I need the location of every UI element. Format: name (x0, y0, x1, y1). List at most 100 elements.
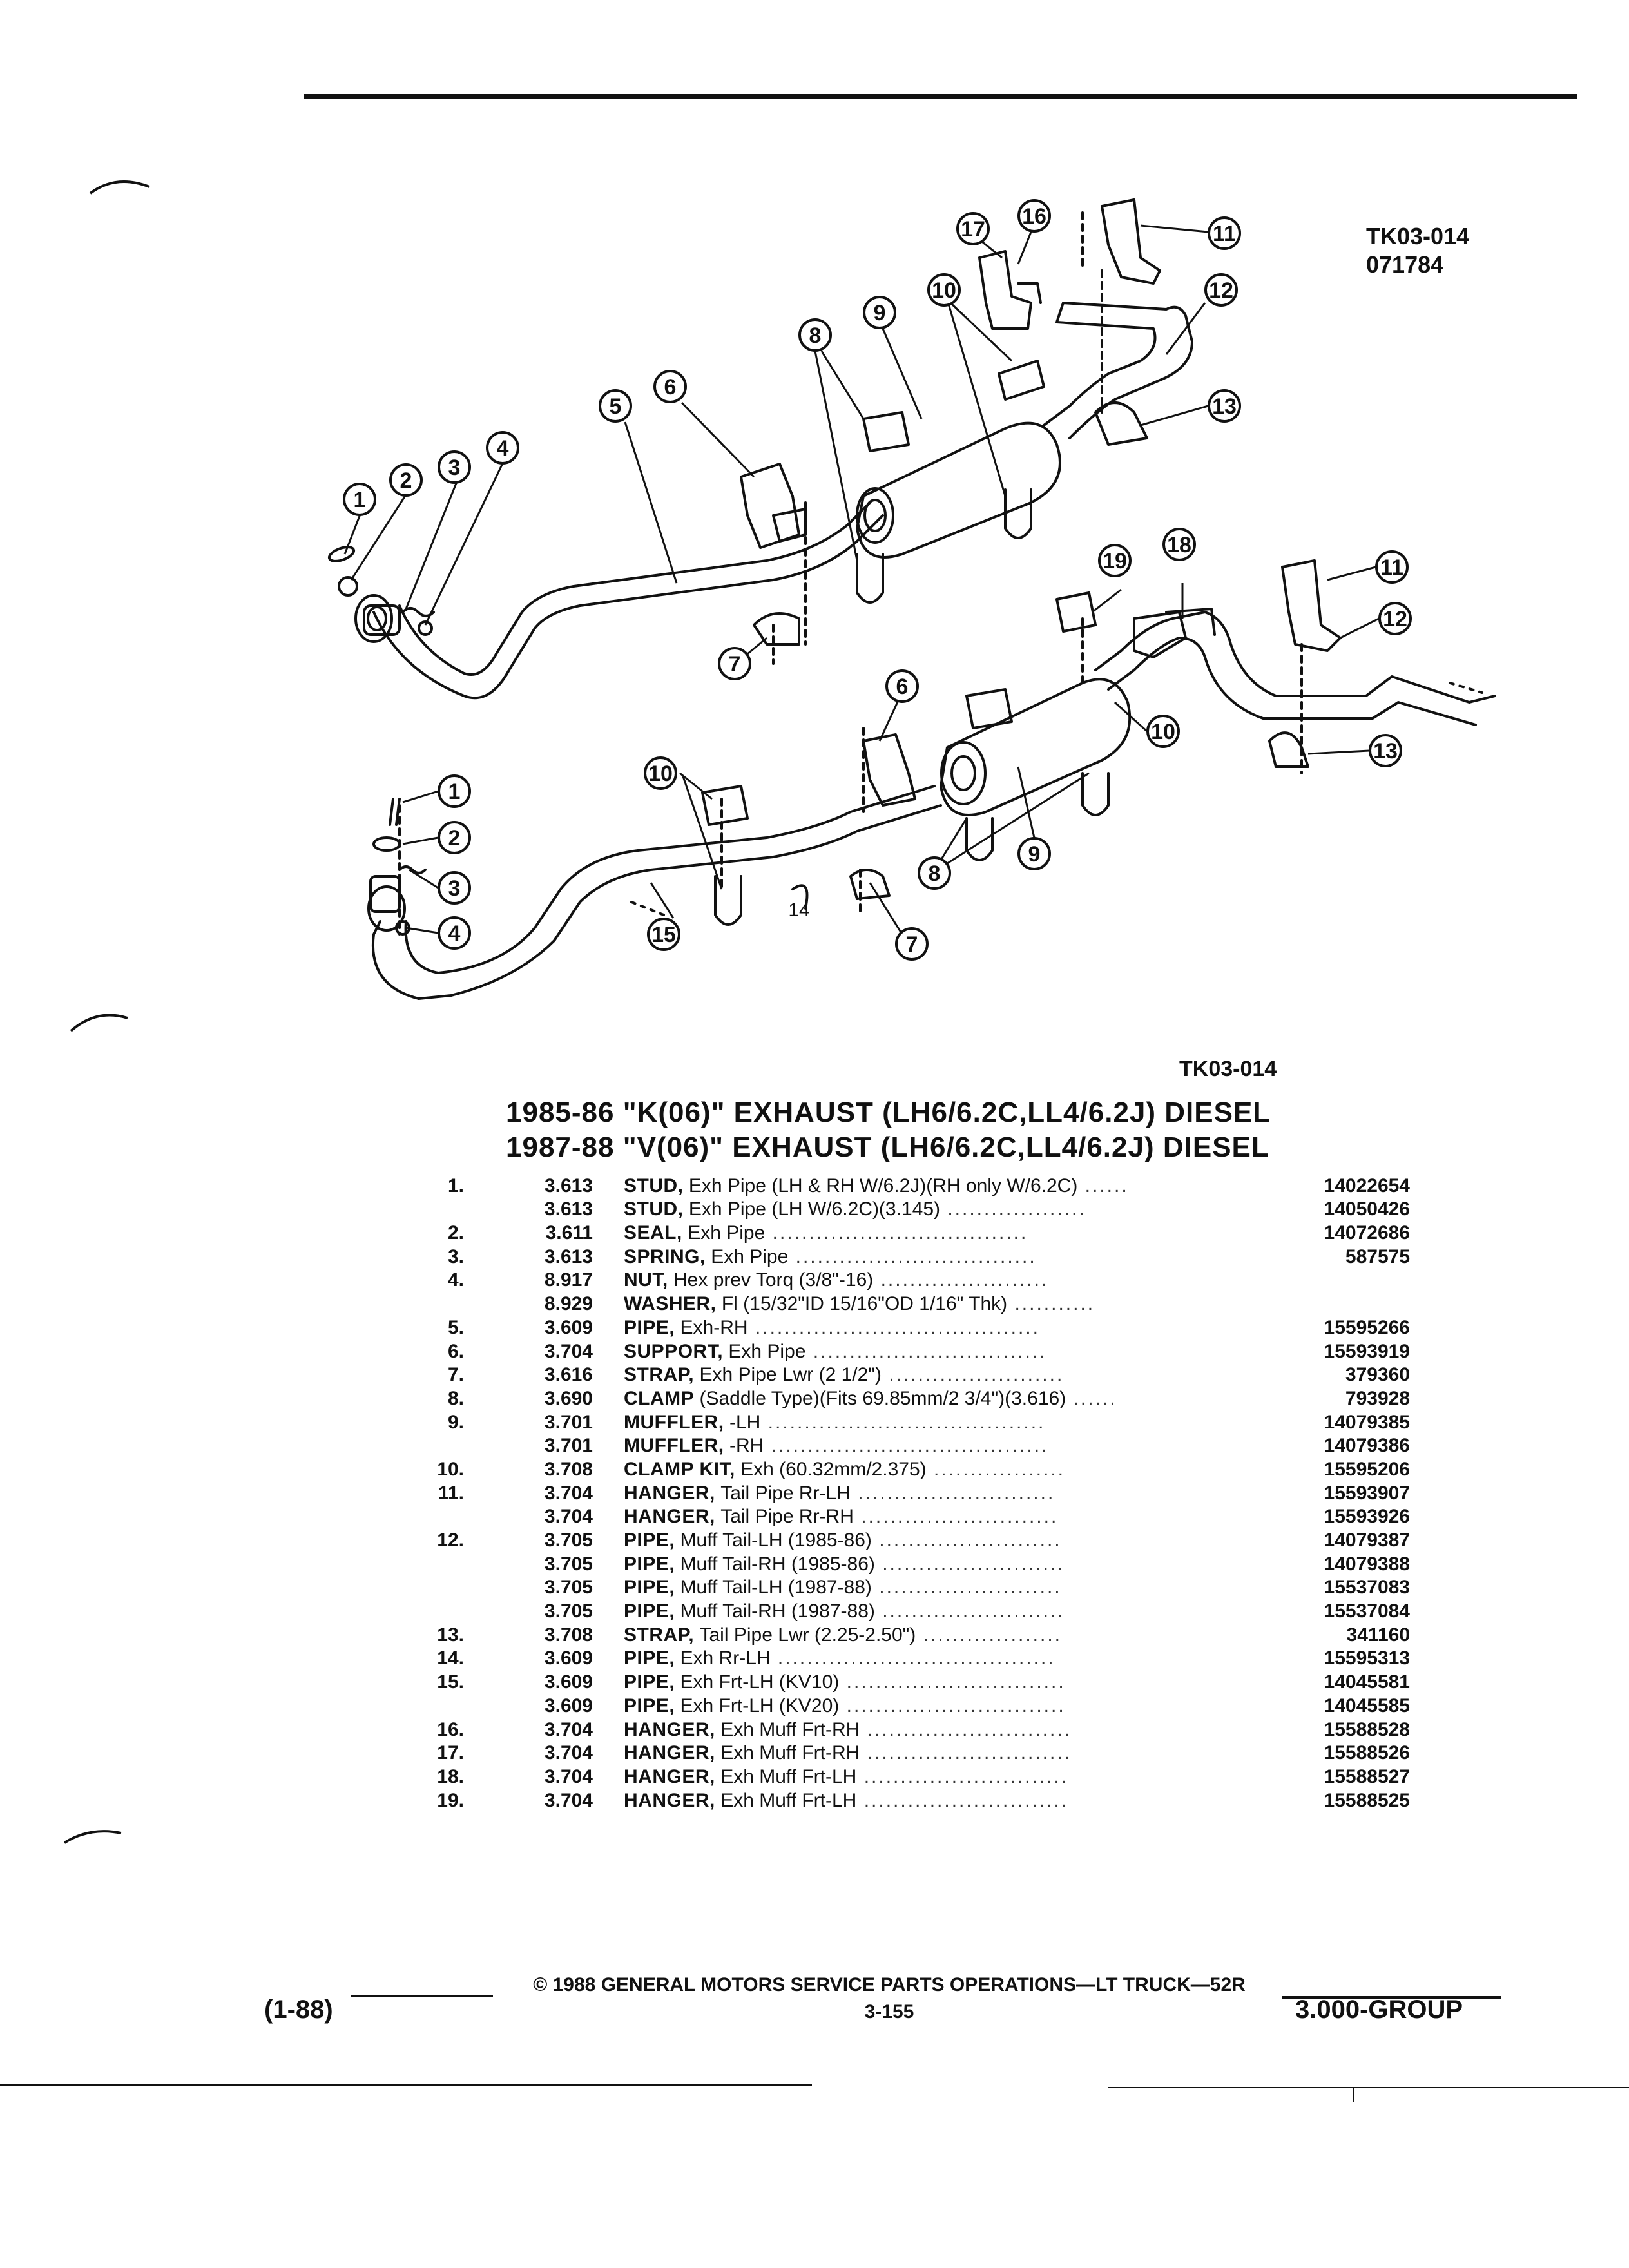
part-detail: Muff Tail-LH (1985-86) (680, 1530, 872, 1551)
item-number (348, 1552, 464, 1576)
item-number: 8. (447, 1387, 464, 1409)
leader-dots: ........................... (850, 1482, 1055, 1504)
group-number: 3.705 (544, 1600, 593, 1622)
svg-text:7: 7 (729, 652, 741, 677)
item-number: 17. (437, 1742, 464, 1764)
group-number: 3.613 (544, 1245, 593, 1267)
group-number: 3.613 (544, 1198, 593, 1220)
parts-row: 14. 3.609 PIPE, Exh Rr-LH ................… (348, 1647, 1410, 1671)
callout-16: 16 (1017, 199, 1051, 233)
svg-text:1: 1 (448, 780, 461, 804)
leader-dots: ................................... (765, 1222, 1028, 1244)
group-number: 3.704 (544, 1789, 593, 1811)
item-number: 14. (437, 1648, 464, 1669)
item-number (348, 1434, 464, 1458)
callout-15: 15 (647, 918, 680, 951)
group-number: 3.613 (544, 1175, 593, 1196)
leader-dots: ........................ (881, 1364, 1065, 1386)
part-detail: Exh Frt-LH (KV10) (680, 1671, 840, 1693)
part-description: STRAP, Exh Pipe Lwr (2 1/2") ...........… (624, 1363, 1268, 1387)
callout-3-lower: 3 (438, 871, 471, 905)
part-number: 15537083 (1324, 1577, 1410, 1599)
callout-17: 17 (956, 212, 990, 245)
section-title-1: 1985-86 "K(06)" EXHAUST (LH6/6.2C,LL4/6.… (506, 1097, 1271, 1128)
part-description: HANGER, Tail Pipe Rr-LH ................… (624, 1481, 1268, 1505)
lower-muffler (940, 678, 1132, 816)
leader-dots: ............................ (856, 1765, 1069, 1787)
item-number: 16. (437, 1718, 464, 1740)
upper-flange (354, 594, 401, 643)
item-number: 10. (437, 1458, 464, 1480)
callout-7-upper: 7 (718, 647, 751, 680)
part-description: HANGER, Exh Muff Frt-RH ................… (624, 1718, 1268, 1742)
footer-copyright: © 1988 GENERAL MOTORS SERVICE PARTS OPER… (533, 1974, 1246, 1995)
footer-page-number: 3-155 (864, 2001, 914, 2023)
leader-dots: ...... (1077, 1175, 1129, 1196)
callout-1-upper: 1 (343, 483, 376, 516)
svg-text:11: 11 (1380, 555, 1403, 580)
svg-text:12: 12 (1209, 278, 1233, 303)
footer-rule-right (1282, 1996, 1501, 1999)
part-description: PIPE, Exh Frt-LH (KV10) ................… (624, 1670, 1268, 1694)
item-number: 13. (437, 1624, 464, 1646)
item-number (348, 1292, 464, 1316)
svg-text:9: 9 (874, 301, 886, 325)
item-number (348, 1576, 464, 1600)
leader-dots: ......................... (874, 1553, 1065, 1575)
part-name: PIPE, (624, 1316, 675, 1338)
group-number: 3.708 (544, 1624, 593, 1646)
callout-10-upper: 10 (927, 273, 961, 307)
part-detail: Fl (15/32"ID 15/16"OD 1/16" Thk) (721, 1293, 1008, 1315)
leader-dots: ................... (940, 1198, 1086, 1220)
part-number: 14072686 (1324, 1222, 1410, 1244)
group-number: 3.609 (544, 1648, 593, 1669)
item-number (348, 1694, 464, 1718)
callout-19: 19 (1098, 544, 1132, 577)
part-description: HANGER, Exh Muff Frt-RH ................… (624, 1742, 1268, 1765)
part-description: PIPE, Exh Rr-LH ........................… (624, 1647, 1268, 1671)
part-number: 15588527 (1324, 1765, 1410, 1787)
svg-text:17: 17 (961, 217, 985, 242)
lower-exhaust-pipe (371, 804, 942, 1000)
diagram-ref-date: 071784 (1366, 251, 1444, 278)
leader-dots: ........... (1007, 1293, 1095, 1315)
part-detail: -LH (729, 1411, 761, 1433)
callout-markers: 1 2 3 4 5 6 7 8 9 10 17 16 11 12 13 19 1… (343, 199, 1412, 961)
part-name: HANGER, (624, 1765, 715, 1787)
part-detail: Exh Muff Frt-LH (720, 1765, 857, 1787)
part-description: PIPE, Exh-RH ...........................… (624, 1316, 1268, 1340)
callout-13-lower: 13 (1369, 734, 1402, 767)
part-detail: Exh-RH (680, 1316, 748, 1338)
part-detail: Tail Pipe Rr-LH (720, 1482, 851, 1504)
item-number: 11. (438, 1482, 464, 1504)
part-detail: Exh Pipe (711, 1245, 789, 1267)
svg-text:7: 7 (906, 932, 918, 957)
group-number: 3.611 (545, 1222, 593, 1244)
part-detail: Muff Tail-LH (1987-88) (680, 1577, 872, 1599)
part-name: PIPE, (624, 1695, 675, 1716)
part-detail: Exh Pipe (688, 1222, 766, 1244)
item-number (348, 1599, 464, 1623)
group-number: 3.616 (544, 1364, 593, 1386)
svg-text:2: 2 (448, 826, 461, 850)
callout-7-lower: 7 (895, 927, 929, 961)
diagram-ref-number: TK03-014 (1366, 223, 1470, 249)
part-description: PIPE, Exh Frt-LH (KV20) ................… (624, 1694, 1268, 1718)
part-name: HANGER, (624, 1742, 715, 1764)
part-name: CLAMP (624, 1387, 695, 1409)
callout-5-upper: 5 (599, 389, 632, 423)
part-detail: Exh Muff Frt-LH (720, 1789, 857, 1811)
leader-dots: ...................................... (760, 1411, 1046, 1433)
part-detail: -RH (729, 1435, 764, 1457)
svg-text:13: 13 (1212, 394, 1237, 419)
part-description: SPRING, Exh Pipe .......................… (624, 1245, 1268, 1269)
